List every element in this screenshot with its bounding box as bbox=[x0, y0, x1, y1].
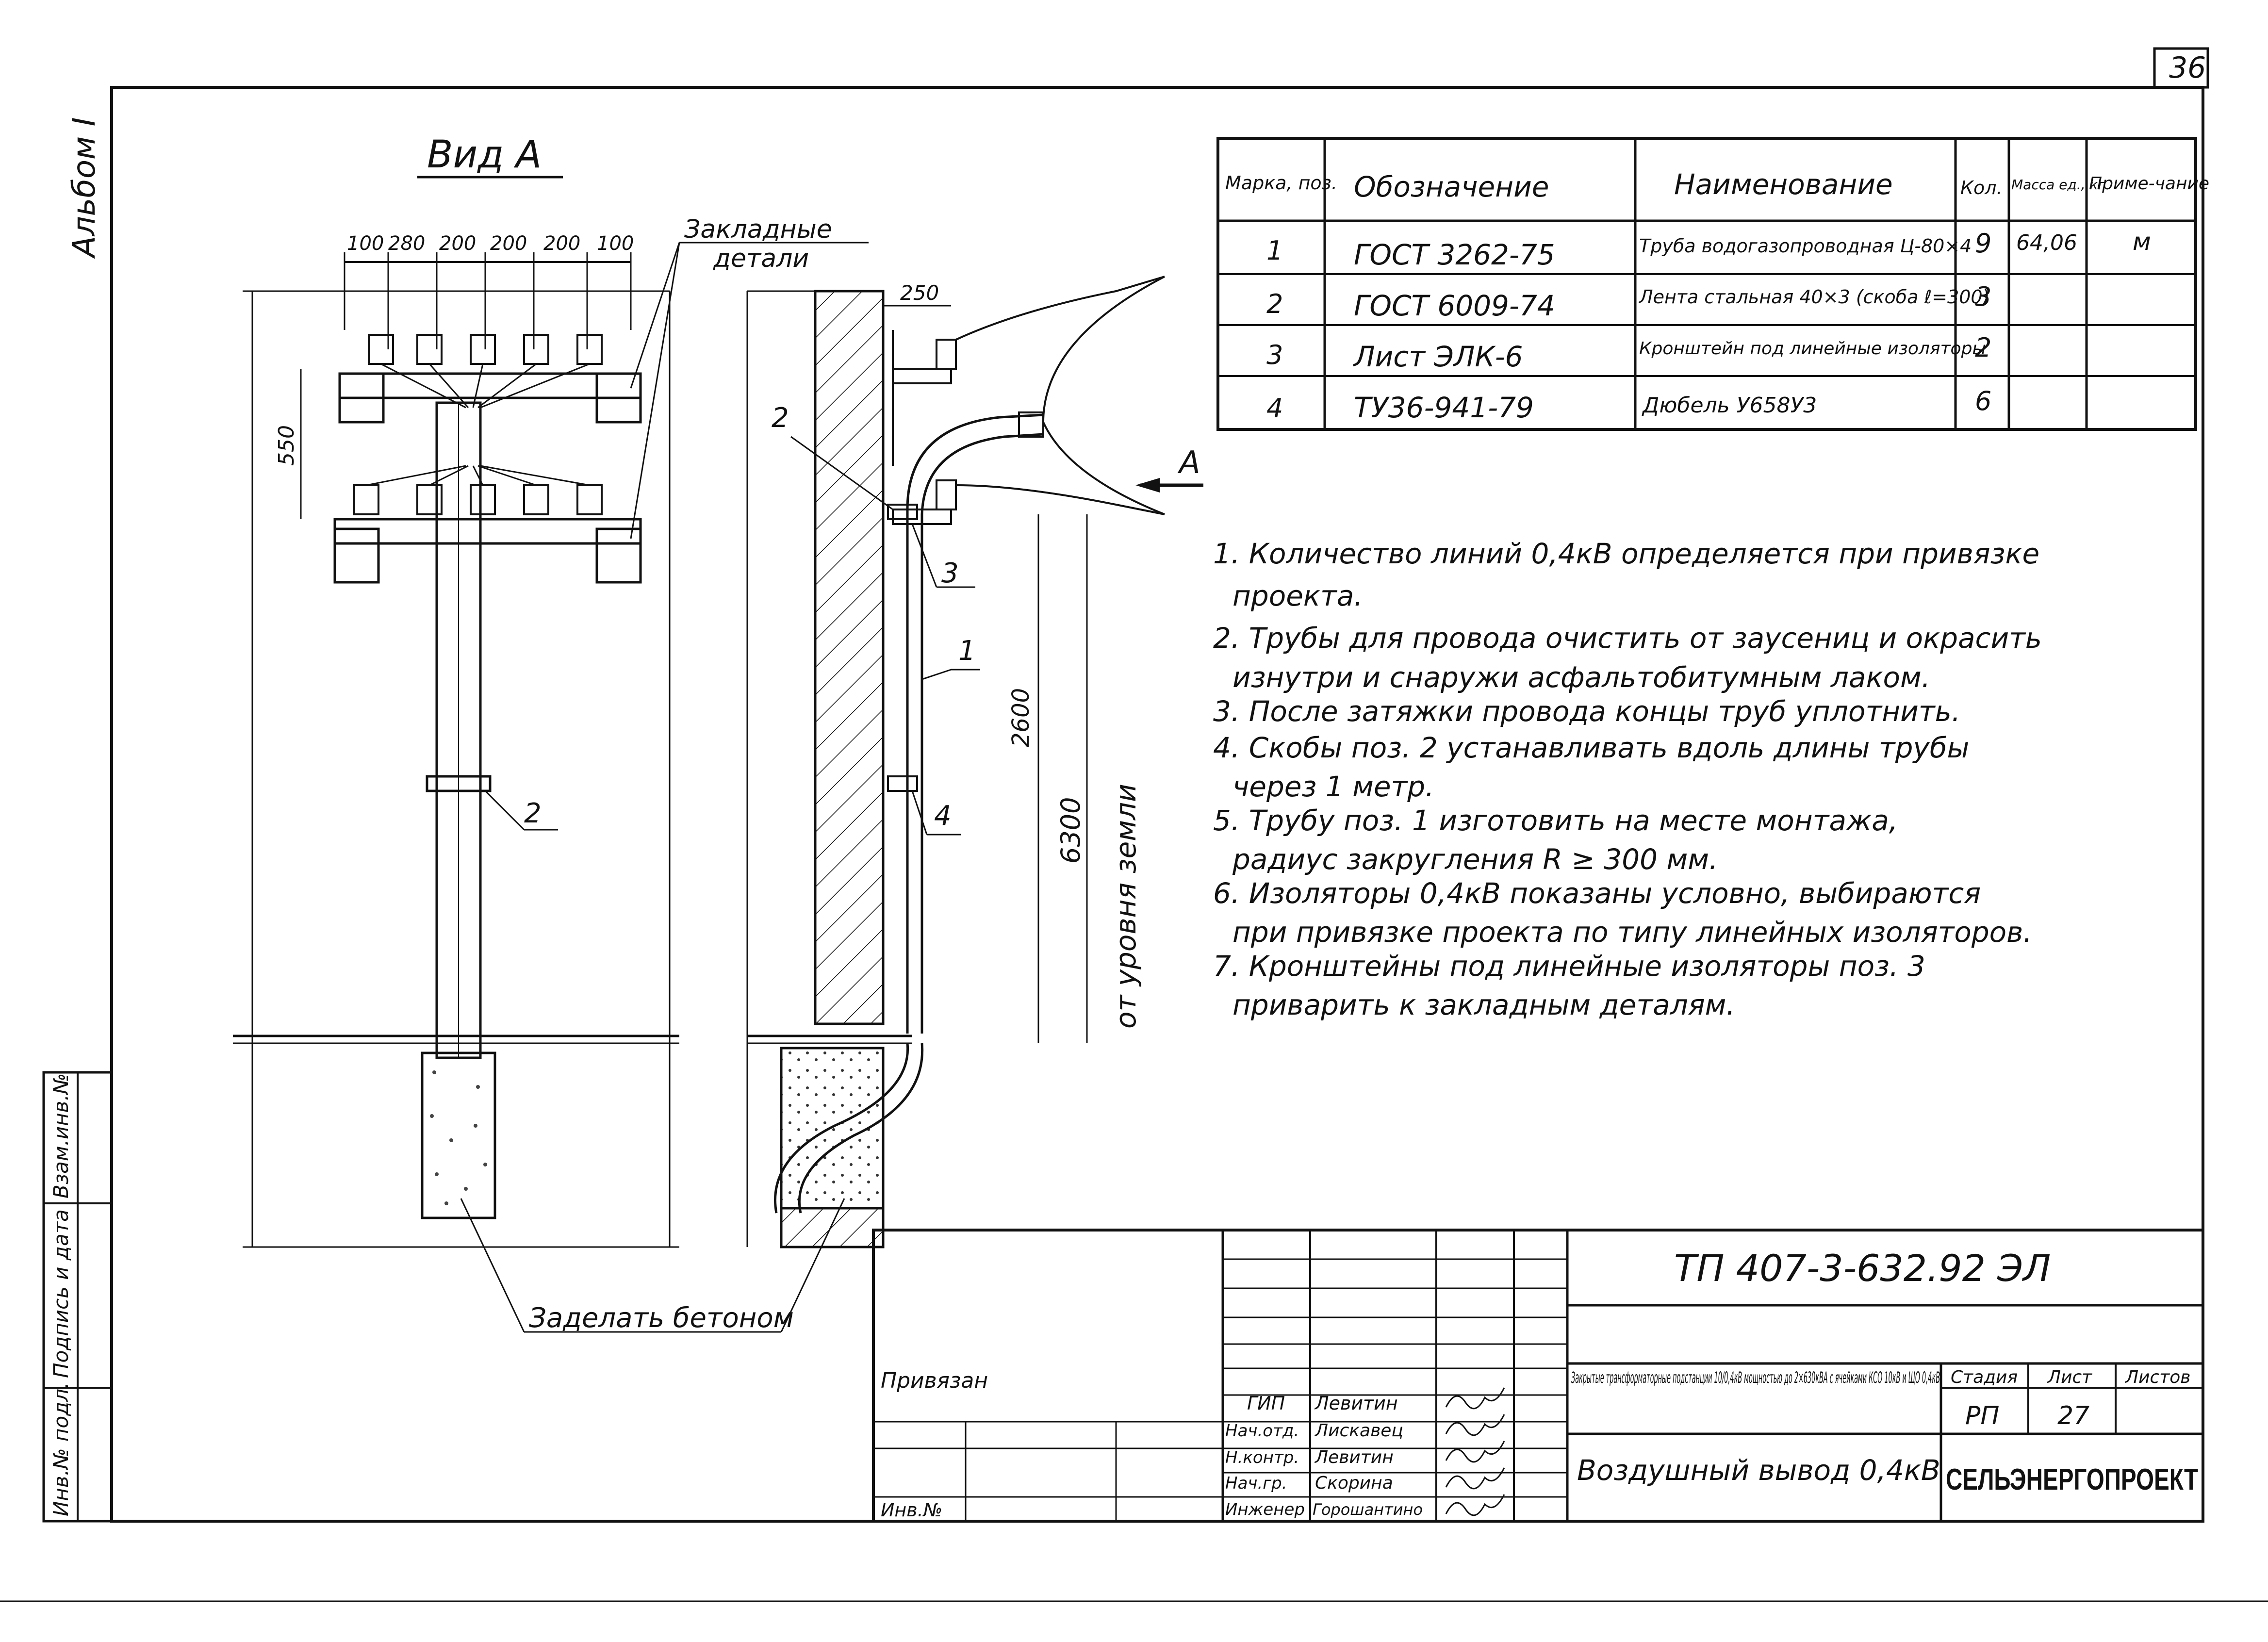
dim-200b: 200 bbox=[490, 232, 527, 255]
sheet-title: Воздушный вывод 0,4кВ bbox=[1577, 1454, 1940, 1487]
note-line: 5. Трубу поз. 1 изготовить на месте монт… bbox=[1213, 804, 1898, 837]
callout-2-front: 2 bbox=[524, 798, 542, 829]
spec-row3-name: Кронштейн под линейные изоляторы bbox=[1639, 339, 1986, 359]
dim-250: 250 bbox=[900, 281, 939, 305]
spec-row2-name: Лента стальная 40×3 (скоба ℓ=300) bbox=[1638, 286, 1989, 308]
embedded-parts-label-1: Закладные bbox=[684, 215, 832, 244]
spec-row1-name: Труба водогазопроводная Ц-80×4 bbox=[1639, 235, 1972, 257]
callout-4: 4 bbox=[934, 800, 952, 832]
organization: СЕЛЬЭНЕРГОПРОЕКТ bbox=[1946, 1463, 2198, 1496]
note-line: 1. Количество линий 0,4кВ определяется п… bbox=[1213, 537, 2040, 570]
side-section bbox=[746, 276, 1165, 1248]
album-label: Альбом I bbox=[66, 117, 102, 259]
note-line: 7. Кронштейны под линейные изоляторы поз… bbox=[1213, 950, 1925, 983]
spec-header-pos: Марка, поз. bbox=[1225, 172, 1337, 194]
spec-row2-pos: 2 bbox=[1266, 289, 1283, 319]
spec-row2-designation: ГОСТ 6009-74 bbox=[1354, 289, 1555, 322]
project-title-text: Закрытые трансформаторные подстанции 10/… bbox=[1571, 1368, 1940, 1387]
left-strip-inv: Инв.№ подл. bbox=[49, 1382, 73, 1516]
dim-200a: 200 bbox=[439, 232, 476, 255]
spec-table bbox=[1216, 137, 2197, 431]
spec-row1-qty: 9 bbox=[1975, 228, 1991, 259]
spec-header-qty: Кол. bbox=[1960, 177, 2003, 198]
inv-label: Инв.№ bbox=[881, 1499, 942, 1521]
spec-row3-designation: Лист ЭЛК-6 bbox=[1353, 340, 1523, 373]
note-line: изнутри и снаружи асфальтобитумным лаком… bbox=[1233, 661, 1931, 694]
spec-header-designation: Обозначение bbox=[1354, 170, 1549, 203]
signatures bbox=[1445, 1387, 1505, 1516]
note-line: приварить к закладным деталям. bbox=[1233, 988, 1735, 1021]
title-block bbox=[872, 1229, 2204, 1523]
left-strip-replace: Взам.инв.№ bbox=[49, 1073, 73, 1199]
name-head-group: Скорина bbox=[1315, 1473, 1393, 1493]
dim-100b: 100 bbox=[597, 232, 634, 255]
callout-2: 2 bbox=[772, 402, 789, 434]
callout-3: 3 bbox=[941, 558, 959, 589]
left-strip bbox=[42, 1071, 113, 1523]
role-gip: ГИП bbox=[1247, 1393, 1285, 1414]
role-head-group: Нач.гр. bbox=[1225, 1474, 1287, 1493]
dim-100a: 100 bbox=[347, 232, 384, 255]
attached-label: Привязан bbox=[881, 1368, 988, 1393]
left-strip-sign: Подпись и дата bbox=[49, 1209, 73, 1378]
note-line: при привязке проекта по типу линейных из… bbox=[1233, 916, 2032, 949]
project-title: Закрытые трансформаторные подстанции 10/… bbox=[1571, 1368, 1940, 1387]
spec-row4-name: Дюбель У658У3 bbox=[1642, 393, 1817, 418]
name-gip: Левитин bbox=[1314, 1393, 1398, 1414]
embedded-parts-leaders bbox=[630, 242, 869, 539]
spec-header-mass: Масса ед., кг bbox=[2011, 177, 2105, 193]
sheet-value: 27 bbox=[2057, 1401, 2089, 1430]
stage-header: Стадия bbox=[1951, 1367, 2018, 1387]
sheets-header: Листов bbox=[2124, 1367, 2190, 1387]
stage-value: РП bbox=[1965, 1401, 1999, 1430]
spec-row4-designation: ТУ36-941-79 bbox=[1354, 391, 1534, 424]
name-head-dept: Лискавец bbox=[1314, 1421, 1403, 1441]
spec-row4-pos: 4 bbox=[1266, 393, 1283, 424]
note-line: 4. Скобы поз. 2 устанавливать вдоль длин… bbox=[1213, 731, 1970, 764]
note-line: проекта. bbox=[1233, 579, 1363, 612]
note-line: 2. Трубы для провода очистить от заусени… bbox=[1213, 622, 2042, 655]
role-head-dept: Нач.отд. bbox=[1225, 1421, 1299, 1441]
spec-row1-note: м bbox=[2133, 228, 2151, 256]
concrete-label: Заделать бетоном bbox=[529, 1302, 794, 1334]
spec-row1-pos: 1 bbox=[1266, 235, 1283, 266]
ground-label: от уровня земли bbox=[1109, 784, 1142, 1029]
note-line: 6. Изоляторы 0,4кВ показаны условно, выб… bbox=[1213, 877, 1981, 910]
arrow-label: А bbox=[1177, 445, 1200, 481]
view-arrow bbox=[1135, 478, 1203, 493]
name-engineer: Горошантино bbox=[1313, 1500, 1423, 1519]
spec-row3-pos: 3 bbox=[1266, 340, 1283, 370]
spec-row1-mass: 64,06 bbox=[2016, 230, 2077, 255]
dim-550: 550 bbox=[274, 425, 299, 466]
embedded-parts-label-2: детали bbox=[713, 244, 809, 273]
spec-row3-qty: 2 bbox=[1975, 332, 1991, 363]
dim-200c: 200 bbox=[543, 232, 580, 255]
view-title: Вид А bbox=[427, 133, 542, 177]
dim-6300: 6300 bbox=[1055, 797, 1086, 864]
spec-header-name: Наименование bbox=[1674, 168, 1893, 201]
front-view bbox=[233, 252, 679, 1248]
spec-row4-qty: 6 bbox=[1975, 386, 1991, 416]
dim-2600: 2600 bbox=[1007, 688, 1035, 747]
note-line: радиус закругления R ≥ 300 мм. bbox=[1233, 843, 1718, 876]
callout-1: 1 bbox=[958, 635, 976, 667]
name-norm-control: Левитин bbox=[1314, 1447, 1394, 1467]
role-engineer: Инженер bbox=[1225, 1500, 1305, 1519]
role-norm-control: Н.контр. bbox=[1225, 1448, 1299, 1467]
note-line: 3. После затяжки провода концы труб упло… bbox=[1213, 695, 1961, 728]
sheet-number: 36 bbox=[2169, 51, 2206, 85]
note-line: через 1 метр. bbox=[1233, 770, 1434, 803]
dim-280: 280 bbox=[388, 232, 425, 255]
spec-row1-designation: ГОСТ 3262-75 bbox=[1354, 238, 1555, 271]
sheet-header: Лист bbox=[2047, 1367, 2092, 1387]
spec-row2-qty: 3 bbox=[1975, 281, 1991, 312]
spec-header-note: Приме-чание bbox=[2089, 174, 2209, 194]
drawing-code: ТП 407-3-632.92 ЭЛ bbox=[1674, 1247, 2051, 1290]
